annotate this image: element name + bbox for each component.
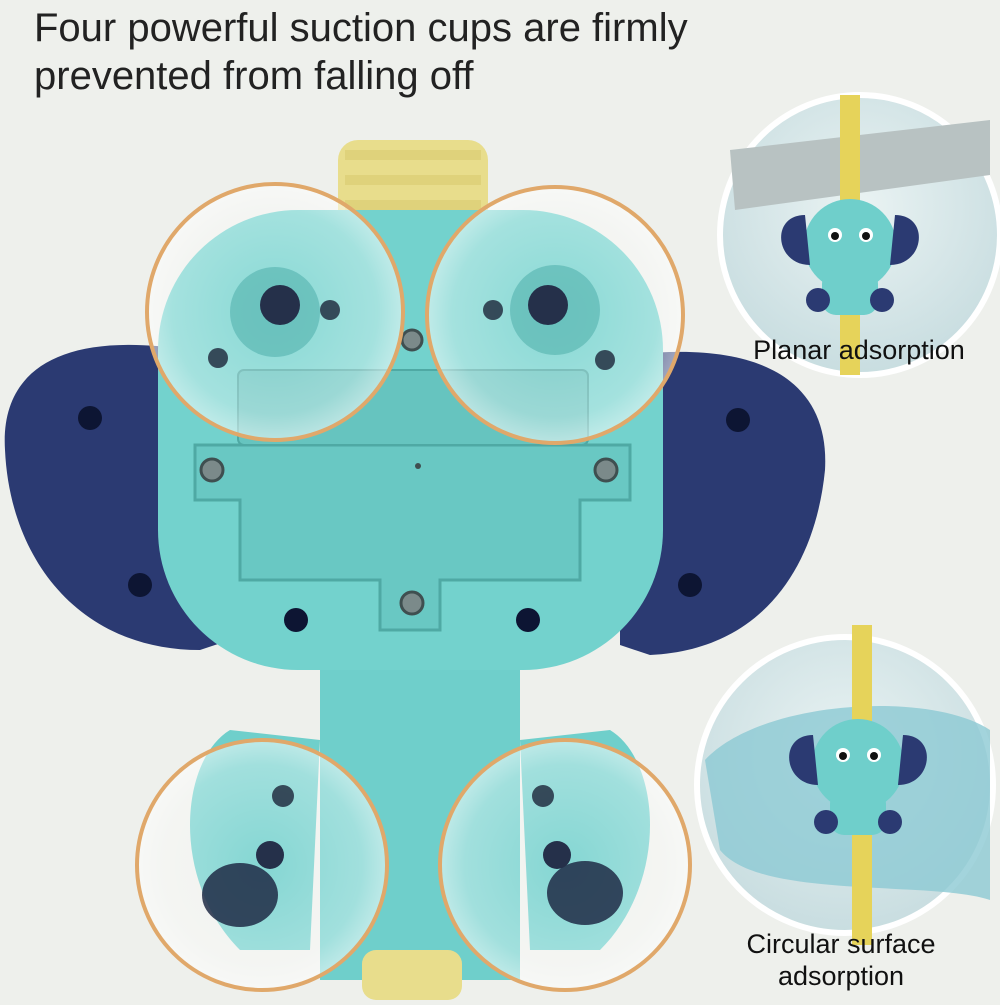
hose-top [338, 140, 488, 230]
suction-cup-top-right [425, 185, 685, 445]
inset-circular [694, 625, 996, 945]
caption-circular-surface-adsorption: Circular surface adsorption [710, 928, 972, 992]
hose-bottom [362, 950, 462, 1000]
suction-cup-top-left [145, 182, 405, 442]
right-ear [620, 351, 826, 655]
inset-planar [717, 92, 1000, 378]
caption-circular-line-2: adsorption [777, 961, 905, 991]
suction-cup-bottom-right [438, 738, 692, 992]
headline-line-2: prevented from falling off [34, 54, 474, 98]
headline-line-1: Four powerful suction cups are firmly [34, 6, 688, 50]
suction-cup-bottom-left [135, 738, 389, 992]
headline: Four powerful suction cups are firmly pr… [34, 4, 834, 100]
caption-planar-adsorption: Planar adsorption [753, 335, 965, 365]
caption-circular-line-1: Circular surface [746, 929, 936, 959]
